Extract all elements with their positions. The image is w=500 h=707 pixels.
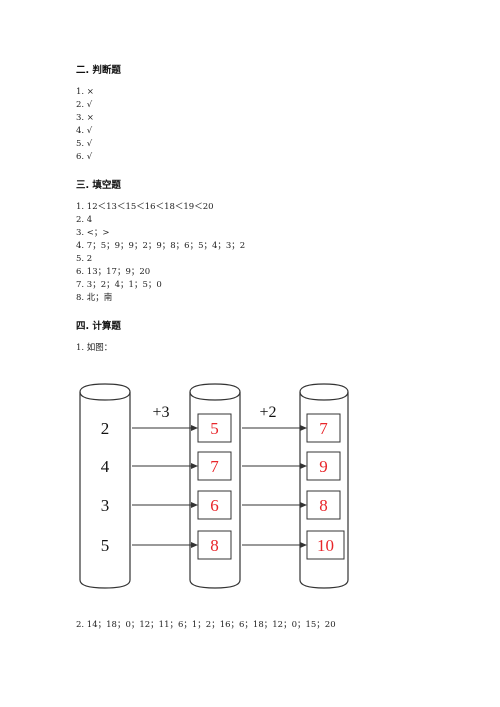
answer-box — [306, 490, 341, 520]
answer-line: 5. 2 — [76, 254, 93, 264]
output-answer: 8 — [319, 496, 328, 515]
answer-line: 2. √ — [76, 100, 93, 110]
answer-box — [197, 451, 232, 481]
answer-line: 5. √ — [76, 139, 93, 149]
section-title-fill-blank: 三. 填空题 — [76, 180, 121, 191]
answer-line: 7. 3；2；4；1；5；0 — [76, 280, 162, 290]
question-label: 1. 如图： — [76, 343, 113, 353]
answer-line: 4. √ — [76, 126, 93, 136]
answer-line: 8. 北；南 — [76, 293, 113, 303]
middle-answer: 6 — [210, 496, 219, 515]
answer-line: 6. √ — [76, 152, 93, 162]
input-number: 2 — [101, 419, 110, 438]
output-answer: 9 — [319, 457, 328, 476]
section-title-judgement: 二. 判断题 — [76, 65, 121, 76]
operation-label-plus2: +2 — [259, 404, 276, 421]
input-number: 3 — [101, 496, 110, 515]
answer-box — [197, 530, 232, 560]
answer-line: 1. × — [76, 87, 94, 97]
section-title-calculation: 四. 计算题 — [76, 321, 121, 332]
answer-line: 3. × — [76, 113, 94, 123]
output-answer: 10 — [317, 536, 334, 555]
middle-answer: 7 — [210, 457, 219, 476]
answer-line: 3. <；> — [76, 228, 110, 238]
answer-box — [197, 413, 232, 443]
answer-line: 1. 12＜13＜15＜16＜18＜19＜20 — [76, 202, 214, 212]
answer-line: 6. 13；17；9；20 — [76, 267, 151, 277]
answer-box — [197, 490, 232, 520]
answer-line: 4. 7；5；9；9；2；9；8；6；5；4；3；2 — [76, 241, 246, 251]
answer-line: 2. 4 — [76, 215, 93, 225]
input-number: 4 — [101, 457, 110, 476]
input-cylinder — [79, 383, 131, 589]
answer-box — [306, 413, 341, 443]
middle-answer: 8 — [210, 536, 219, 555]
operation-label-plus3: +3 — [152, 404, 169, 421]
output-answer: 7 — [319, 419, 328, 438]
input-number: 5 — [101, 536, 110, 555]
answer-line: 2. 14；18；0；12；11；6；1；2；16；6；18；12；0；15；2… — [76, 620, 336, 630]
answer-box — [306, 530, 345, 560]
answer-box — [306, 451, 341, 481]
middle-answer: 5 — [210, 419, 219, 438]
